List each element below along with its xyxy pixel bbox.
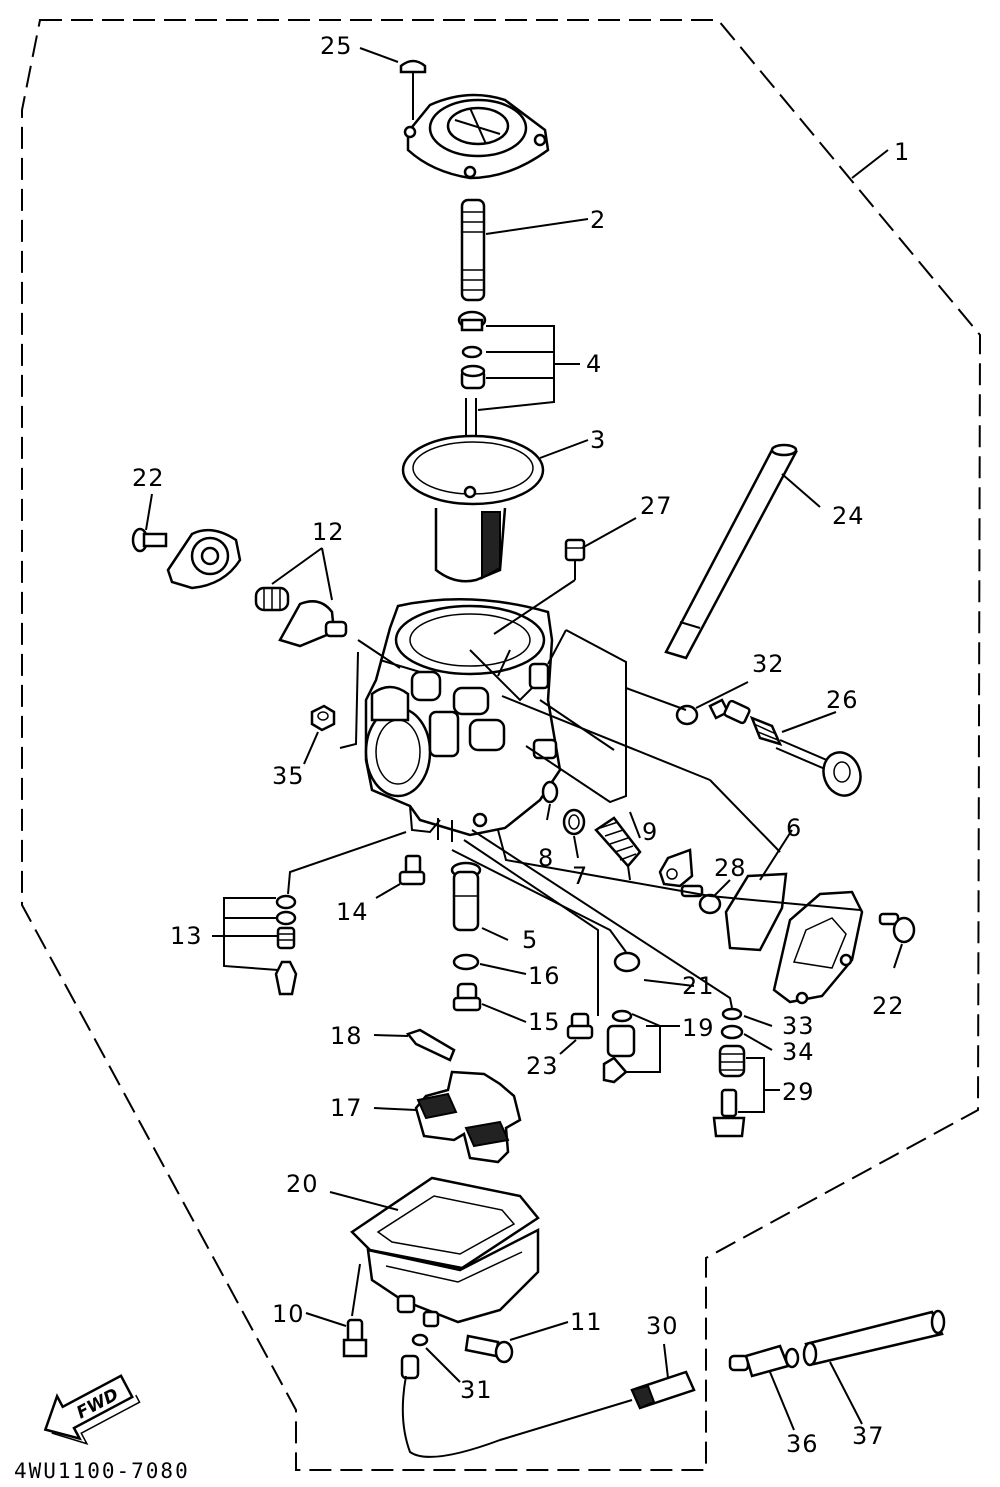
screw-22-right (878, 912, 916, 944)
needle-jet-5 (450, 861, 482, 932)
pilot-screw-13 (274, 894, 298, 996)
drain-screw-11 (464, 1334, 514, 1364)
callout-12: 12 (312, 518, 345, 546)
callout-7: 7 (572, 862, 588, 890)
callout-34: 34 (782, 1038, 815, 1066)
callout-26: 26 (826, 686, 859, 714)
needle-valve-19 (602, 1009, 636, 1084)
joint-36 (728, 1344, 800, 1378)
callout-labels: 1 2 3 4 5 6 7 8 9 10 11 12 13 14 15 16 1… (132, 32, 910, 1458)
callout-32: 32 (752, 650, 785, 678)
leader-lines (145, 47, 903, 1431)
parts (131, 59, 946, 1458)
callout-36: 36 (786, 1430, 819, 1458)
callout-35: 35 (272, 762, 305, 790)
washer-16 (452, 953, 480, 971)
callout-5: 5 (522, 926, 538, 954)
screw-22-left (131, 527, 168, 553)
right-cover (772, 890, 864, 1005)
washer-8 (541, 780, 559, 804)
spring-2 (460, 198, 486, 302)
callout-8: 8 (538, 844, 554, 872)
callout-23: 23 (526, 1052, 559, 1080)
callout-1: 1 (894, 138, 910, 166)
float-pin-18 (405, 1028, 456, 1062)
callout-2: 2 (590, 206, 606, 234)
spring-9 (594, 816, 642, 881)
plunger-plate (658, 848, 694, 888)
valve-seat-21 (613, 951, 641, 973)
hose-37 (802, 1309, 946, 1367)
plug-27 (564, 538, 586, 580)
pump-12 (254, 586, 348, 648)
clip-31 (400, 1333, 429, 1380)
callout-9: 9 (642, 818, 658, 846)
callout-13: 13 (170, 922, 203, 950)
drain-hose-30 (401, 1370, 696, 1458)
callout-24: 24 (832, 502, 865, 530)
callout-30: 30 (646, 1312, 679, 1340)
carburetor-body (364, 598, 562, 842)
callout-37: 37 (852, 1422, 885, 1450)
callout-22-right: 22 (872, 992, 905, 1020)
callout-22-left: 22 (132, 464, 165, 492)
callout-20: 20 (286, 1170, 319, 1198)
main-jet-15 (452, 982, 482, 1012)
screw-10 (342, 1318, 368, 1358)
top-cover (403, 93, 550, 180)
diaphragm-piston-3 (401, 398, 545, 583)
washer-34 (720, 1024, 744, 1040)
fwd-arrow: FWD (43, 1374, 141, 1446)
assembly-boundary (21, 19, 982, 1471)
callout-6: 6 (786, 814, 802, 842)
callout-4: 4 (586, 350, 602, 378)
o-ring-32 (675, 704, 699, 726)
callout-28: 28 (714, 854, 747, 882)
jet-14 (398, 854, 426, 886)
callout-27: 27 (640, 492, 673, 520)
callout-19: 19 (682, 1014, 715, 1042)
screw-25 (399, 59, 427, 120)
drawing-code: 4WU1100-7080 (14, 1459, 190, 1483)
callout-21: 21 (682, 972, 715, 1000)
screw-28 (680, 884, 722, 915)
callout-29: 29 (782, 1078, 815, 1106)
callout-16: 16 (528, 962, 561, 990)
jet-23 (566, 1012, 594, 1040)
nut-35 (310, 704, 336, 732)
o-ring-33 (721, 1007, 743, 1021)
callout-11: 11 (570, 1308, 603, 1336)
callout-33: 33 (782, 1012, 815, 1040)
callout-31: 31 (460, 1376, 493, 1404)
screw-spring-29 (712, 1044, 746, 1138)
cable-24 (664, 443, 798, 660)
callout-10: 10 (272, 1300, 305, 1328)
callout-15: 15 (528, 1008, 561, 1036)
callout-3: 3 (590, 426, 606, 454)
needle-set-4 (457, 310, 487, 390)
callout-25: 25 (320, 32, 353, 60)
gasket-6 (724, 872, 788, 952)
float-17 (414, 1070, 522, 1164)
callout-18: 18 (330, 1022, 363, 1050)
throttle-screw-26 (708, 698, 862, 797)
float-bowl (366, 1227, 540, 1328)
callout-17: 17 (330, 1094, 363, 1122)
seal-7 (562, 808, 586, 836)
callout-14: 14 (336, 898, 369, 926)
left-cover (166, 528, 242, 590)
